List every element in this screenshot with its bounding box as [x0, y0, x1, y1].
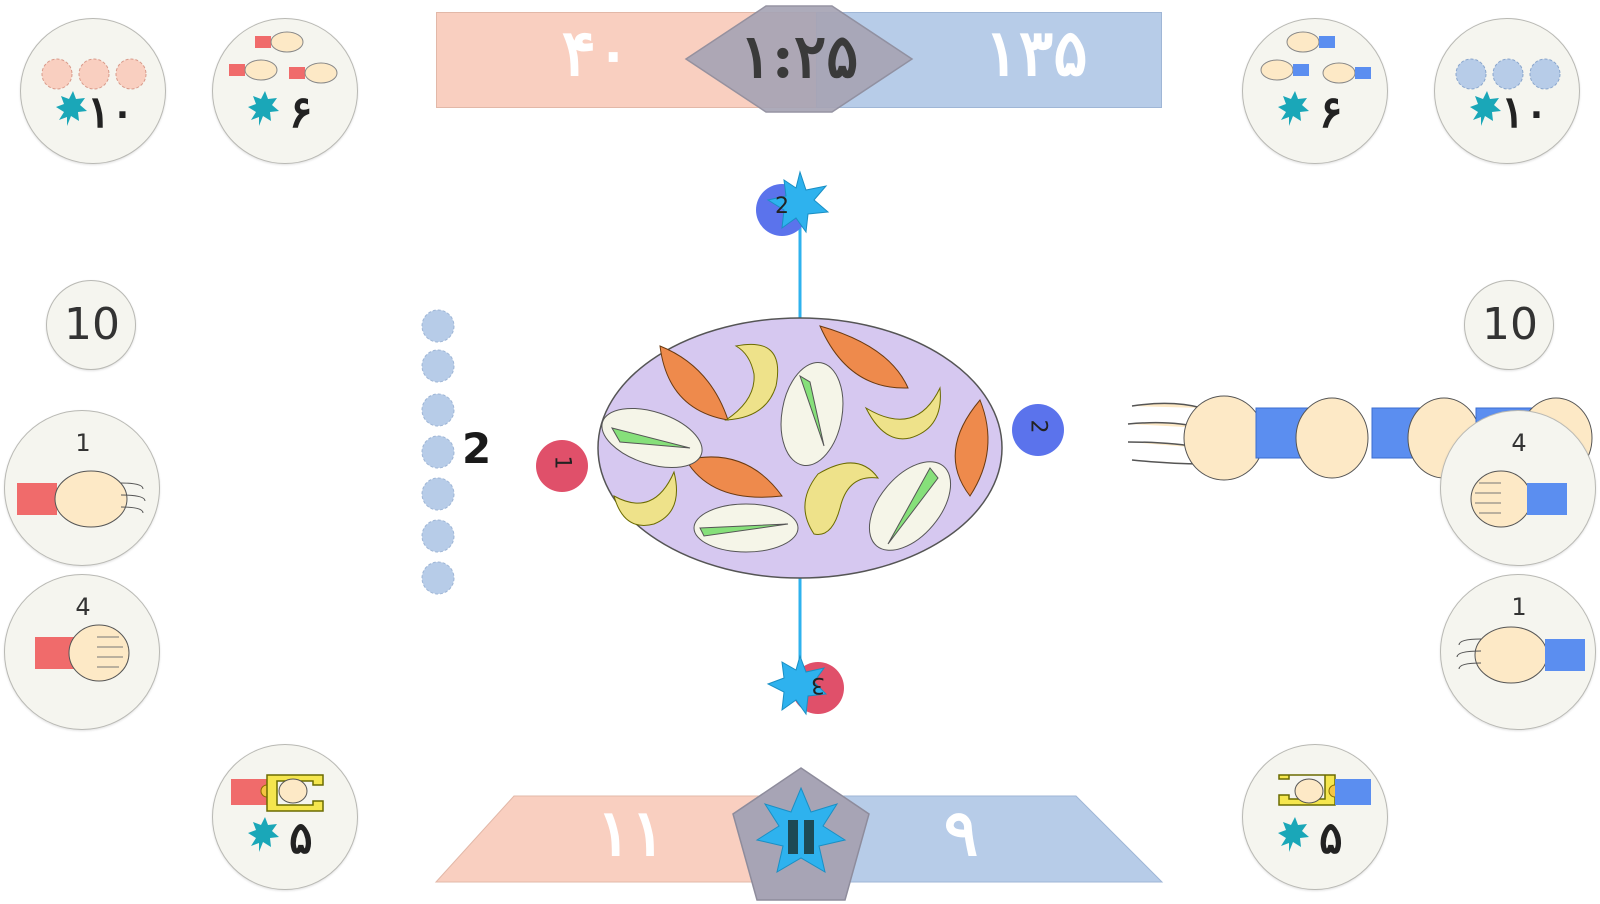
open-hand-icon: [17, 470, 146, 528]
pause-icon: [788, 820, 814, 854]
game-timer: ۱:۲۵: [739, 22, 859, 92]
claw-icon: [1278, 774, 1371, 852]
red-dots-bonus[interactable]: ۱۰: [20, 18, 166, 164]
red-hands-reward: ۶: [289, 87, 313, 138]
blue-fist-button[interactable]: 4: [1440, 410, 1596, 566]
blue-total-disc: 10: [1464, 280, 1554, 370]
blue-token-stack: [421, 309, 455, 595]
red-open-hand-label: 1: [75, 429, 91, 457]
red-claw-reward: ۵: [289, 813, 313, 864]
bottom-bar-shapes: [434, 795, 1164, 883]
hands-icon: [1260, 31, 1371, 126]
red-claw-bonus[interactable]: ۵: [212, 744, 358, 890]
star-icon: [1278, 817, 1309, 852]
pistachios: [601, 362, 952, 553]
star-icon: [1278, 91, 1309, 126]
blue-count: ۹: [943, 796, 979, 871]
marker-red-bottom: [766, 654, 844, 716]
star-icon: [248, 91, 279, 126]
token-stack-count: 2: [462, 424, 492, 473]
blue-dots-bonus[interactable]: ۱۰: [1434, 18, 1580, 164]
fist-icon: [1470, 470, 1567, 528]
marker-red-left: [536, 440, 588, 492]
red-hands-bonus[interactable]: ۶: [212, 18, 358, 164]
star-icon: [1470, 91, 1501, 126]
blue-total-left: 10: [1482, 299, 1538, 350]
blue-hands-bonus[interactable]: ۶: [1242, 18, 1388, 164]
red-open-hand-button[interactable]: 1: [4, 410, 160, 566]
blue-open-hand-label: 1: [1511, 593, 1527, 621]
marker-blue-top: [756, 170, 830, 236]
cashews: [613, 343, 941, 535]
blue-fist-label: 4: [1511, 429, 1527, 457]
dots-icon: [1455, 58, 1561, 126]
star-icon: [248, 817, 279, 852]
blue-score: ۱۳۵: [984, 16, 1088, 91]
hands-icon: [229, 31, 338, 126]
blue-open-hand-button[interactable]: 1: [1440, 574, 1596, 730]
red-fist-button[interactable]: 4: [4, 574, 160, 730]
timer-hexagon: [684, 5, 914, 113]
blue-dots-reward: ۱۰: [1501, 87, 1549, 138]
open-hand-icon: [1127, 395, 1265, 481]
marker-blue-top-label: 2: [775, 194, 789, 219]
bottom-count-bar: ۱۱ ۹: [434, 795, 1164, 883]
star-icon: [56, 91, 87, 126]
marker-red-left-label: 1: [549, 455, 575, 470]
top-score-bar: ۴۰ ۱۳۵ ۱:۲۵: [436, 5, 1162, 113]
blue-hands-reward: ۶: [1319, 87, 1343, 138]
red-total-left: 10: [64, 299, 120, 350]
almonds: [659, 325, 989, 498]
fist-icon: [35, 624, 130, 682]
blue-claw-bonus[interactable]: ۵: [1242, 744, 1388, 890]
marker-blue-right-label: 2: [1025, 419, 1051, 434]
open-hand-icon: [1456, 626, 1585, 684]
pause-button[interactable]: [732, 767, 870, 901]
red-count: ۱۱: [596, 796, 666, 871]
red-score: ۴۰: [561, 16, 631, 91]
blue-claw-reward: ۵: [1319, 813, 1343, 864]
star-icon: [755, 786, 847, 874]
dots-icon: [41, 58, 147, 126]
red-fist-label: 4: [75, 593, 91, 621]
pause-pentagon: [732, 767, 870, 901]
marker-red-bottom-label: 3: [811, 672, 825, 697]
red-dots-reward: ۱۰: [87, 87, 135, 138]
red-total-disc: 10: [46, 280, 136, 370]
marker-blue-right: [1012, 404, 1064, 456]
claw-icon: [231, 774, 324, 852]
